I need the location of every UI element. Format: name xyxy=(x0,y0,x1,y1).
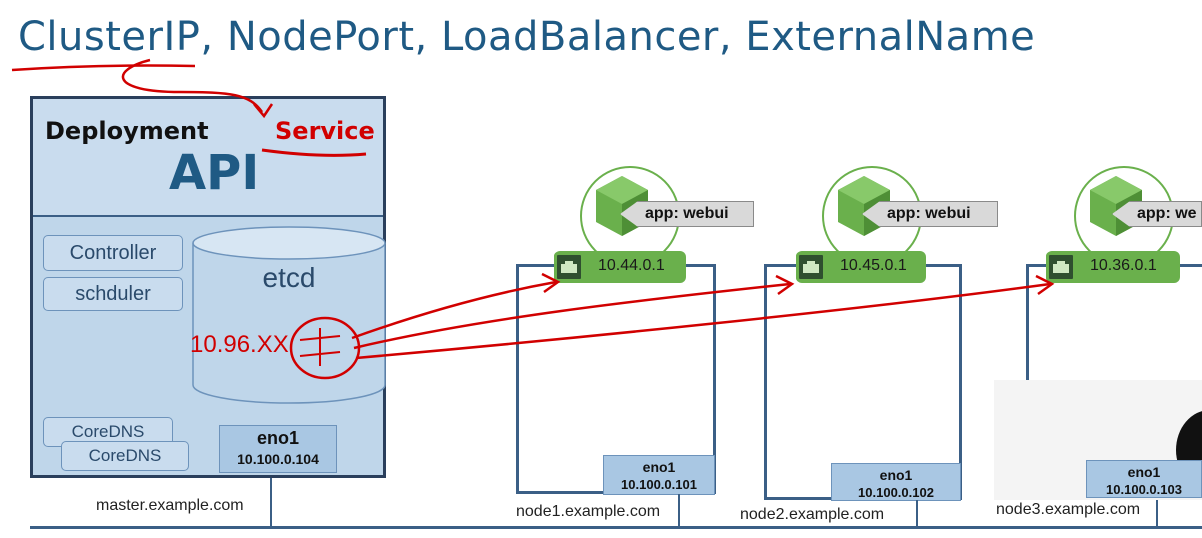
network-line xyxy=(30,526,1202,529)
handwritten-ip-note: 10.96.XX xyxy=(190,331,289,358)
master-eno-interface: eno1 10.100.0.104 xyxy=(219,425,337,473)
coredns-box-2: CoreDNS xyxy=(61,441,189,471)
title-underline xyxy=(11,64,196,72)
node3-eno-ip: 10.100.0.103 xyxy=(1106,482,1182,497)
control-plane-header: Deployment Service API xyxy=(33,99,383,217)
node1-eno-interface: eno1 10.100.0.101 xyxy=(603,455,715,495)
arrow-to-pod2 xyxy=(353,282,791,350)
node1-eno-name: eno1 xyxy=(642,459,676,475)
node1-network-drop xyxy=(678,494,680,528)
master-network-drop xyxy=(270,478,272,528)
service-arrowhead xyxy=(253,103,274,119)
lb-circle xyxy=(289,316,361,380)
node1-hostname: node1.example.com xyxy=(516,503,661,520)
arrow-to-pod3 xyxy=(355,282,1051,360)
node2-eno-name: eno1 xyxy=(879,467,913,483)
node2-hostname: node2.example.com xyxy=(740,506,885,523)
master-hostname: master.example.com xyxy=(96,497,244,514)
node1-eno-ip: 10.100.0.101 xyxy=(621,477,697,492)
node3-eno-interface: eno1 10.100.0.103 xyxy=(1086,460,1202,498)
controller-box: Controller xyxy=(43,235,183,271)
pod3-port-icon xyxy=(1046,252,1076,282)
node2-box: eno1 10.100.0.102 xyxy=(764,264,962,501)
etcd-cylinder: etcd xyxy=(192,226,386,404)
pod2-port-icon xyxy=(796,252,826,282)
page-title: ClusterIP, NodePort, LoadBalancer, Exter… xyxy=(18,14,1036,60)
master-node: Deployment Service API etcd Controller s… xyxy=(30,96,386,478)
deployment-label: Deployment xyxy=(45,117,209,145)
node2-network-drop xyxy=(916,500,918,528)
pod2-app-label: app: webui xyxy=(862,201,998,227)
lb-symbol xyxy=(299,328,341,366)
pod1-app-label: app: webui xyxy=(620,201,754,227)
arrow2-head xyxy=(775,274,795,296)
arrow1-head xyxy=(541,272,561,294)
arrow3-head xyxy=(1035,274,1055,296)
node3-network-drop xyxy=(1156,500,1158,528)
master-eno-ip: 10.100.0.104 xyxy=(237,451,319,467)
arrow-to-pod1 xyxy=(351,280,557,340)
clusterip-to-service-arrow xyxy=(121,58,264,113)
pod3-app-label: app: we xyxy=(1112,201,1202,227)
etcd-label: etcd xyxy=(263,262,316,293)
master-eno-name: eno1 xyxy=(256,428,299,448)
node2-eno-interface: eno1 10.100.0.102 xyxy=(831,463,961,501)
scheduler-box: schduler xyxy=(43,277,183,311)
node3-eno-name: eno1 xyxy=(1127,464,1161,480)
node3-hostname: node3.example.com xyxy=(996,501,1141,518)
api-label: API xyxy=(169,145,260,201)
service-underline xyxy=(261,148,367,157)
service-label: Service xyxy=(275,117,375,145)
pod1-port-icon xyxy=(554,252,584,282)
node2-eno-ip: 10.100.0.102 xyxy=(858,485,934,500)
